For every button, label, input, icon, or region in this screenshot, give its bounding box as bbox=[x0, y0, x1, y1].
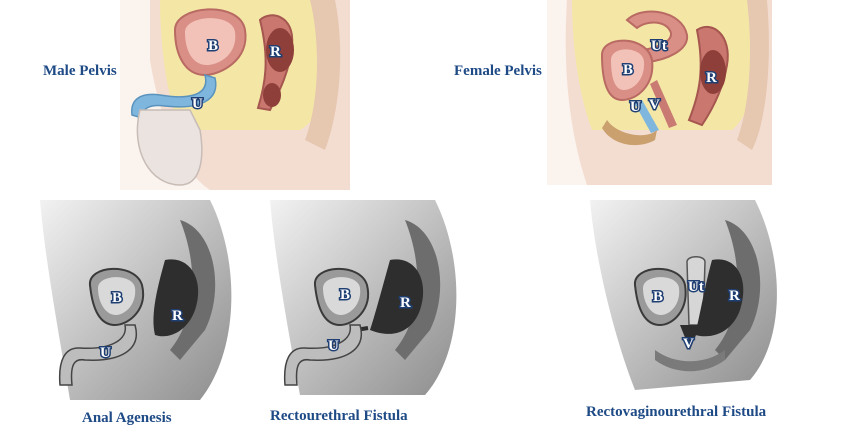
rectovagino-bladder-label: B bbox=[653, 289, 663, 305]
rectovagino-rectum-label: R bbox=[729, 288, 740, 304]
agenesis-bladder-label: B bbox=[112, 290, 122, 306]
female-uterus-label: Ut bbox=[651, 38, 667, 54]
female-pelvis-illustration: Ut B R U V bbox=[547, 0, 772, 185]
female-bladder-label: B bbox=[623, 62, 633, 78]
male-urethra-label: U bbox=[192, 96, 203, 112]
rectovagino-vagina-label: V bbox=[683, 336, 694, 352]
rectovagino-uterus-label: Ut bbox=[688, 279, 704, 295]
rectourethral-bladder-label: B bbox=[340, 287, 350, 303]
agenesis-rectum-shape bbox=[153, 259, 199, 337]
agenesis-urethra-label: U bbox=[100, 345, 111, 361]
male-rectum-label: R bbox=[270, 44, 281, 60]
rectourethral-fistula-illustration: B R U bbox=[260, 200, 470, 395]
female-pelvis-caption: Female Pelvis bbox=[454, 63, 542, 79]
rectourethral-rectum-label: R bbox=[400, 295, 411, 311]
female-rectum-label: R bbox=[706, 70, 717, 86]
male-pelvis-caption: Male Pelvis bbox=[43, 63, 117, 79]
female-urethra-label: U bbox=[630, 99, 641, 115]
male-bladder-label: B bbox=[208, 38, 218, 54]
anal-agenesis-illustration: B R U bbox=[30, 200, 245, 400]
rectovaginourethral-fistula-illustration: B Ut R V bbox=[585, 200, 790, 390]
anal-agenesis-caption: Anal Agenesis bbox=[82, 410, 172, 426]
male-pelvis-illustration: B R U bbox=[120, 0, 350, 190]
rectourethral-fistula-caption: Rectourethral Fistula bbox=[270, 408, 408, 424]
agenesis-rectum-label: R bbox=[172, 308, 183, 324]
rectovagino-rectum-shape bbox=[695, 259, 744, 337]
rectovaginourethral-fistula-caption: Rectovaginourethral Fistula bbox=[586, 404, 767, 420]
rectourethral-urethra-label: U bbox=[328, 338, 339, 354]
female-vagina-label: V bbox=[649, 97, 660, 113]
rectourethral-rectum-shape bbox=[370, 259, 424, 334]
